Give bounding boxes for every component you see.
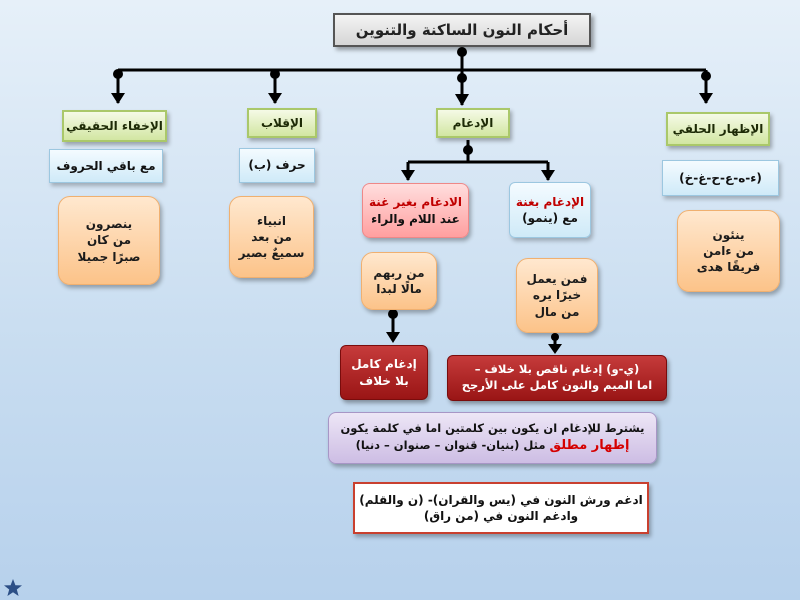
example-line: من كان xyxy=(86,233,132,248)
idgham-bighunna-box: الإدغام بغنة مع (ينمو) xyxy=(509,182,591,238)
star-icon xyxy=(4,579,22,596)
warsh-line: ادغم ورش النون في (يس والقران)- (ن والقل… xyxy=(359,492,643,507)
note-line: بلا خلاف xyxy=(359,373,409,388)
idgham-naqis-note: (ي-و) إدغام ناقص بلا خلاف – اما الميم وا… xyxy=(447,355,667,401)
example-line: فريقًا هدى xyxy=(696,260,761,275)
example-line: مالًا لبدا xyxy=(376,282,422,296)
izhar-letters: (ء-ه-ع-ح-غ-خ) xyxy=(662,160,779,196)
example-line: سميعٌ بصير xyxy=(238,246,305,261)
idgham-bighayr-ghunna-letters: عند اللام والراء xyxy=(371,211,460,226)
note-line: (ي-و) إدغام ناقص بلا خلاف – xyxy=(474,362,640,377)
example-line: صبرًا جميلا xyxy=(77,249,141,264)
idgham-kamil-note: إدغام كامل بلا خلاف xyxy=(340,345,428,400)
idgham-bighunna-heading: الإدغام بغنة xyxy=(515,194,585,209)
izhar-examples: ينئون من ءامن فريقًا هدى xyxy=(677,210,780,292)
iqlab-heading: الإقلاب xyxy=(247,108,317,138)
example-line: ينئون xyxy=(712,227,745,242)
example-line: من ءامن xyxy=(703,243,754,258)
condition-emphasis: إظهار مطلق xyxy=(549,437,630,453)
ikhfa-heading: الإخفاء الحقيقي xyxy=(62,110,167,142)
example-line: ينصرون xyxy=(85,217,133,232)
example-line: من ربهم xyxy=(373,265,425,280)
example-line: من مال xyxy=(534,304,580,319)
idgham-bighayr-ghunna-box: الادغام بغير غنة عند اللام والراء xyxy=(362,183,469,238)
idgham-bighayr-ghunna-examples: من ربهم مالًا لبدا xyxy=(361,252,437,310)
example-line: انبياء xyxy=(256,213,287,228)
idgham-condition-box: يشترط للإدغام ان يكون بين كلمتين اما في … xyxy=(328,412,657,464)
page-title: أحكام النون الساكنة والتنوين xyxy=(333,13,591,47)
warsh-line: وادغم النون في (من راق) xyxy=(423,509,579,523)
idgham-bighayr-ghunna-heading: الادغام بغير غنة xyxy=(368,195,463,210)
condition-line: يشترط للإدغام ان يكون بين كلمتين اما في … xyxy=(340,421,645,436)
idgham-bighunna-examples: فمن يعمل خيرًا يره من مال xyxy=(516,258,598,333)
ikhfa-examples: ينصرون من كان صبرًا جميلا xyxy=(58,196,160,285)
note-line: إدغام كامل xyxy=(351,357,417,372)
iqlab-letters: حرف (ب) xyxy=(239,148,315,183)
idgham-bighunna-letters: مع (ينمو) xyxy=(522,211,578,225)
condition-line-2: إظهار مطلق مثل (بنيان- قنوان – صنوان – د… xyxy=(356,437,630,455)
iqlab-examples: انبياء من بعد سميعٌ بصير xyxy=(229,196,314,278)
example-line: خيرًا يره xyxy=(532,288,582,303)
warsh-box: ادغم ورش النون في (يس والقران)- (ن والقل… xyxy=(353,482,649,534)
note-line: اما الميم والنون كامل على الأرجح xyxy=(461,378,653,392)
izhar-heading: الإظهار الحلقي xyxy=(666,112,770,146)
example-line: فمن يعمل xyxy=(526,272,588,287)
example-line: من بعد xyxy=(251,229,292,244)
condition-rest: مثل (بنيان- قنوان – صنوان – دنيا) xyxy=(355,437,546,452)
ikhfa-letters: مع باقي الحروف xyxy=(49,149,163,183)
idgham-heading: الإدغام xyxy=(436,108,510,138)
